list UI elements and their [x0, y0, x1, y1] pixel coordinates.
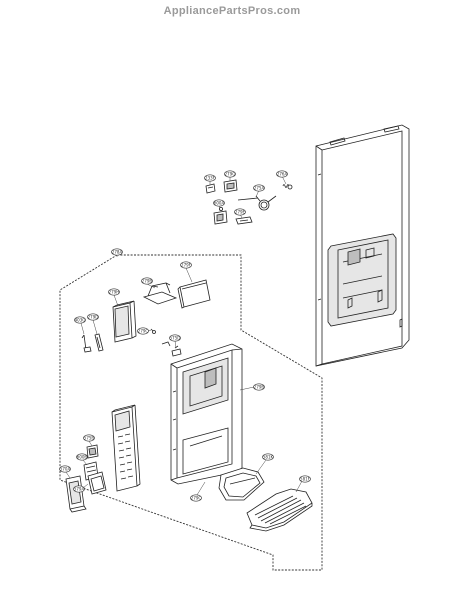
pin-279c: [150, 328, 156, 334]
callout-279g: 279G: [224, 170, 236, 178]
actuator-570a: [65, 475, 87, 513]
svg-text:279B: 279B: [254, 385, 265, 390]
svg-text:579A: 579A: [74, 487, 85, 492]
frame-579a: [87, 471, 107, 495]
svg-text:570A: 570A: [60, 467, 71, 472]
callout-575d: 575D: [169, 334, 181, 342]
cover-279f: [177, 279, 211, 309]
callout-279b-housing: 279B: [253, 383, 265, 391]
dispenser-housing: [170, 343, 243, 485]
svg-text:279G: 279G: [225, 172, 236, 177]
svg-text:575D: 575D: [170, 336, 181, 341]
callout-600a: 600A: [213, 199, 225, 207]
callout-279c-lower: 279C: [190, 494, 202, 502]
svg-text:581K: 581K: [263, 455, 274, 460]
switch-575b: [86, 444, 99, 459]
leader-lines: [65, 175, 303, 496]
svg-text:600B: 600B: [77, 455, 88, 460]
tray-grille: [246, 488, 313, 532]
callout-279f: 279F: [180, 261, 192, 269]
clip-575d: [171, 345, 182, 357]
svg-text:403G: 403G: [75, 318, 86, 323]
svg-text:279C: 279C: [138, 329, 149, 334]
control-panel: [111, 404, 141, 492]
bracket-279b: [142, 282, 178, 305]
callout-275a: 275A: [253, 184, 265, 192]
door-panel: [315, 124, 410, 367]
callout-279e: 279E: [234, 208, 246, 216]
svg-text:278A: 278A: [112, 250, 123, 255]
svg-text:575B: 575B: [84, 436, 95, 441]
callout-581k: 581K: [262, 453, 274, 461]
keypad-grid: [117, 433, 134, 480]
callout-403g: 403G: [74, 316, 86, 324]
callout-279h: 279H: [108, 288, 120, 296]
callout-279c: 279C: [137, 327, 149, 335]
part-callouts: 233F 279G 276A 275A 600A 279E 278A 279B …: [59, 170, 311, 502]
lever-279d: [94, 333, 104, 352]
callout-279d: 279D: [87, 313, 99, 321]
svg-text:233F: 233F: [205, 176, 216, 181]
callout-570a: 570A: [59, 465, 71, 473]
svg-text:279E: 279E: [235, 210, 246, 215]
svg-text:581F: 581F: [300, 477, 311, 482]
upper-parts-cluster: [205, 179, 293, 225]
control-module-279h: [112, 300, 137, 343]
callout-276a: 276A: [276, 170, 288, 178]
svg-text:600A: 600A: [214, 201, 225, 206]
svg-text:276A: 276A: [277, 172, 288, 177]
wire-connector: [161, 341, 171, 347]
svg-text:279C: 279C: [191, 496, 202, 501]
watermark-header: AppliancePartsPros.com: [163, 5, 301, 17]
actuator-403g: [81, 334, 92, 353]
svg-text:275A: 275A: [254, 186, 265, 191]
svg-text:279F: 279F: [181, 263, 192, 268]
callout-581f: 581F: [299, 475, 311, 483]
callout-575b: 575B: [83, 434, 95, 442]
callout-278a: 278A: [111, 248, 123, 256]
svg-text:279B: 279B: [142, 279, 153, 284]
callout-233f: 233F: [204, 174, 216, 182]
svg-text:279H: 279H: [109, 290, 120, 295]
svg-text:279D: 279D: [88, 315, 99, 320]
callout-579a: 579A: [73, 485, 85, 493]
drip-tray: [218, 467, 265, 501]
assembly-boundary: [59, 254, 323, 571]
callout-600b: 600B: [76, 453, 88, 461]
callout-279b: 279B: [141, 277, 153, 285]
